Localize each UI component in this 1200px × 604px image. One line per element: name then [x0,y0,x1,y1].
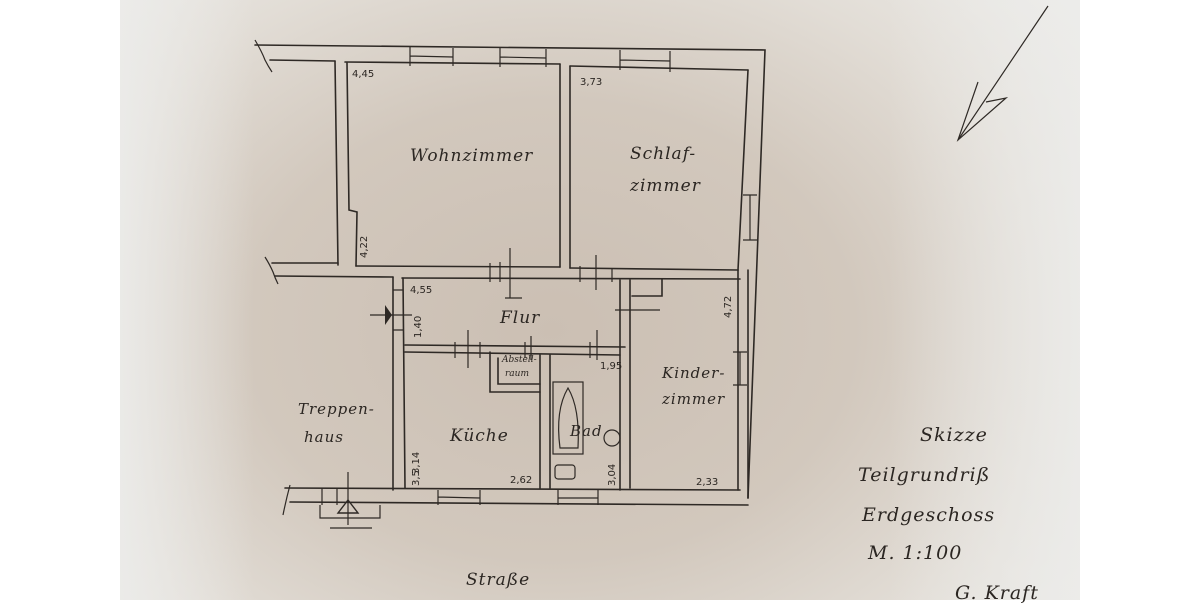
dim-kinderzimmer-width: 2,33 [696,477,719,488]
room-label-abstellraum-2: raum [505,369,529,379]
north-arrow-icon [956,5,1049,142]
dim-bad-depth: 3,04 [607,463,618,486]
room-label-wohnzimmer: Wohnzimmer [410,146,534,166]
dim-schlafzimmer-width: 3,73 [580,77,603,88]
dim-flur-width: 4,55 [410,285,433,296]
outer-walls [254,39,766,506]
title-signature: G. Kraft [955,582,1039,604]
room-label-kinderzimmer-2: zimmer [662,390,726,408]
room-label-treppenhaus-2: haus [304,428,344,446]
title-ground-floor: Erdgeschoss [862,504,996,526]
title-partial-plan: Teilgrundriß [858,464,991,486]
room-label-schlafzimmer-2: zimmer [630,176,701,196]
bathroom-fixtures [552,381,621,480]
dim-bad-width: 1,95 [600,361,623,372]
room-label-schlafzimmer-1: Schlaf- [630,144,697,164]
dim-flur-depth: 1,40 [413,315,424,338]
title-sketch: Skizze [920,424,988,446]
dim-wohnzimmer-width: 4,45 [352,69,375,80]
dim-kueche-width: 2,62 [510,475,533,486]
room-label-treppenhaus-1: Treppen- [298,400,375,418]
doors [370,248,660,368]
title-scale: M. 1:100 [868,542,963,564]
room-label-kinderzimmer-1: Kinder- [662,364,726,382]
room-label-abstellraum-1: Abstell- [502,355,537,365]
dim-wohnzimmer-depth: 4,22 [359,235,370,258]
room-label-kueche: Küche [450,426,509,446]
entrance [282,472,381,529]
dim-kueche-extra: 3,5 [411,470,422,486]
street-label: Straße [466,570,531,590]
windows [409,47,757,505]
room-label-flur: Flur [500,308,541,328]
room-label-bad: Bad [570,422,603,440]
paper-photo [120,0,1080,600]
dim-kinderzimmer-depth: 4,72 [723,295,734,318]
